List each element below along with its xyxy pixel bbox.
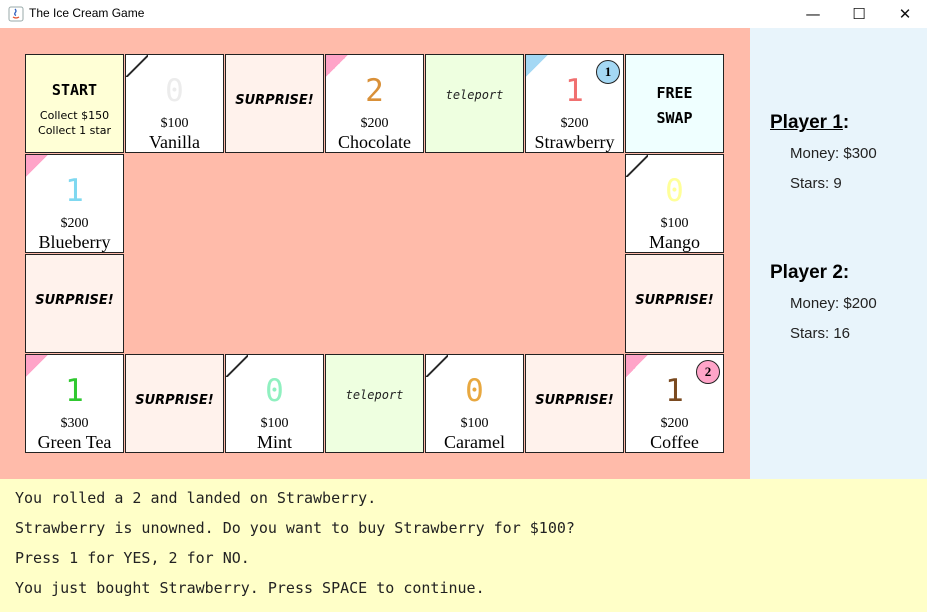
message-line: Strawberry is unowned. Do you want to bu… [15,519,575,537]
tile-price: $300 [60,416,89,431]
tile-price: $200 [660,416,689,431]
close-icon: ✕ [898,5,912,23]
tile-count: 1 [565,73,584,109]
tile-strawberry: 1 $200 Strawberry 1 [525,54,624,153]
player2-label: Player 2 [770,262,843,283]
player2-token: 2 [696,360,720,384]
tile-teleport: teleport [325,354,424,453]
ownership-corner-unowned [626,155,648,177]
start-line-star: Collect 1 star [38,124,111,137]
tile-count: 0 [665,173,684,209]
teleport-label: teleport [445,88,504,102]
tile-name: Chocolate [338,132,411,152]
ownership-corner-unowned [226,355,248,377]
tile-name: Caramel [444,432,505,452]
player1-label: Player 1 [770,112,843,133]
tile-count: 2 [365,73,384,109]
tile-vanilla: 0 $100 Vanilla [125,54,224,153]
ownership-corner-player2 [326,55,348,77]
player-stats-panel: Player 1: Money: $300 Stars: 9 Player 2:… [750,28,927,479]
tile-surprise: SURPRISE! [125,354,224,453]
tile-surprise: SURPRISE! [25,254,124,353]
start-title: START [51,81,98,99]
tile-count: 0 [265,373,284,409]
tile-price: $200 [60,216,89,231]
minimize-icon: — [805,5,821,23]
tile-blueberry: 1 $200 Blueberry [25,154,124,253]
player1-colon: : [842,112,850,133]
tile-count: 1 [665,373,684,409]
player2-colon: : [842,262,850,283]
message-line: Press 1 for YES, 2 for NO. [15,549,250,567]
surprise-label: SURPRISE! [135,393,214,408]
player1-heading: Player 1: [770,112,849,134]
tile-caramel: 0 $100 Caramel [425,354,524,453]
tile-price: $200 [560,116,589,131]
message-log: You rolled a 2 and landed on Strawberry.… [0,479,927,612]
tile-count: 1 [65,173,84,209]
tile-free-swap: FREE SWAP [625,54,724,153]
tile-start: START Collect $150 Collect 1 star [25,54,124,153]
teleport-label: teleport [345,388,404,402]
close-button[interactable]: ✕ [882,0,927,28]
message-line: You rolled a 2 and landed on Strawberry. [15,489,377,507]
tile-count: 0 [165,73,184,109]
surprise-label: SURPRISE! [35,293,114,308]
ownership-corner-player2 [26,355,48,377]
tile-surprise: SURPRISE! [225,54,324,153]
start-line-money: Collect $150 [39,109,110,122]
surprise-label: SURPRISE! [235,93,314,108]
tile-mint: 0 $100 Mint [225,354,324,453]
player2-stars: Stars: 16 [790,325,851,342]
free-swap-line1: FREE [656,84,693,102]
surprise-label: SURPRISE! [635,293,714,308]
surprise-label: SURPRISE! [535,393,614,408]
ownership-corner-player1 [526,55,548,77]
tile-name: Mango [649,232,700,252]
maximize-icon: ☐ [852,5,866,23]
tile-name: Vanilla [149,132,200,152]
ownership-corner-player2 [626,355,648,377]
tile-name: Green Tea [37,432,112,452]
tile-price: $200 [360,116,389,131]
maximize-button[interactable]: ☐ [836,0,882,28]
tile-price: $100 [660,216,689,231]
free-swap-line2: SWAP [656,109,693,127]
window-title: The Ice Cream Game [29,6,145,20]
tile-price: $100 [460,416,489,431]
tile-green-tea: 1 $300 Green Tea [25,354,124,453]
tile-surprise: SURPRISE! [525,354,624,453]
game-board-area: START Collect $150 Collect 1 star 0 $100… [0,28,750,479]
tile-teleport: teleport [425,54,524,153]
tile-name: Strawberry [534,132,615,152]
player1-token: 1 [596,60,620,84]
tile-name: Mint [256,432,292,452]
tile-mango: 0 $100 Mango [625,154,724,253]
ownership-corner-unowned [126,55,148,77]
player1-stars: Stars: 9 [790,175,842,192]
tile-chocolate: 2 $200 Chocolate [325,54,424,153]
player2-heading: Player 2: [770,262,849,284]
tile-count: 1 [65,373,84,409]
tile-count: 0 [465,373,484,409]
tile-price: $100 [160,116,189,131]
tile-price: $100 [260,416,289,431]
player2-money: Money: $200 [790,295,877,312]
message-line: You just bought Strawberry. Press SPACE … [15,579,485,597]
ownership-corner-unowned [426,355,448,377]
title-bar: The Ice Cream Game — ☐ ✕ [0,0,927,28]
tile-surprise: SURPRISE! [625,254,724,353]
tile-name: Blueberry [38,232,111,252]
player1-money: Money: $300 [790,145,877,162]
tile-name: Coffee [650,432,699,452]
minimize-button[interactable]: — [790,0,836,28]
tile-coffee: 1 $200 Coffee 2 [625,354,724,453]
ownership-corner-player2 [26,155,48,177]
java-app-icon [8,6,24,22]
